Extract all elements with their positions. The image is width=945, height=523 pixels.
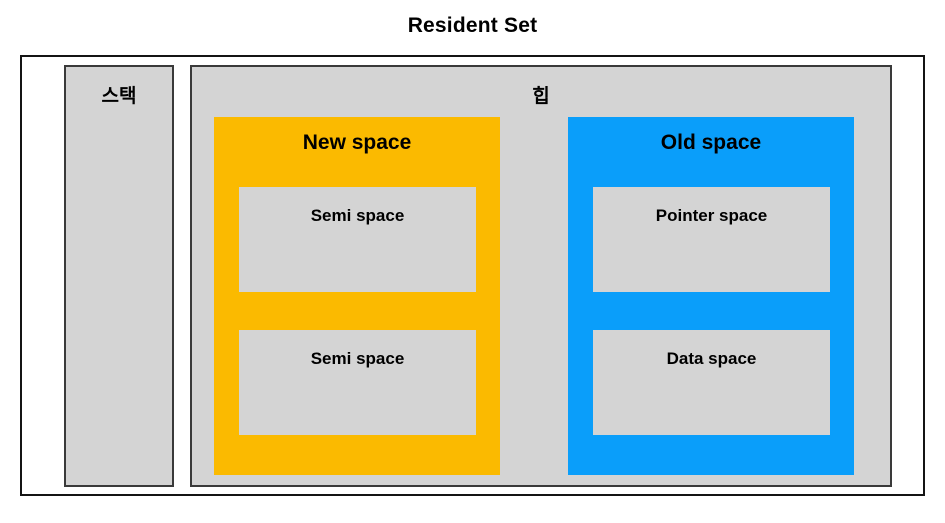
heap-region: 힙 New space Semi space Semi space Old sp… (190, 65, 892, 487)
old-space-label: Old space (660, 131, 762, 154)
semi-space-top-label: Semi space (310, 206, 405, 225)
new-space-label: New space (302, 131, 412, 154)
semi-space-bottom-panel: Semi space (239, 330, 476, 435)
pointer-space-label: Pointer space (655, 206, 768, 225)
stack-region: 스택 (64, 65, 174, 487)
page-title: Resident Set (407, 14, 538, 37)
data-space-label: Data space (666, 349, 757, 368)
resident-set-frame: 스택 힙 New space Semi space Semi space Old… (20, 55, 925, 496)
pointer-space-panel: Pointer space (593, 187, 830, 292)
old-space-block: Old space Pointer space Data space (568, 117, 854, 475)
stack-region-label: 스택 (101, 86, 137, 107)
semi-space-top-panel: Semi space (239, 187, 476, 292)
data-space-panel: Data space (593, 330, 830, 435)
heap-region-label: 힙 (532, 86, 550, 107)
semi-space-bottom-label: Semi space (310, 349, 405, 368)
new-space-block: New space Semi space Semi space (214, 117, 500, 475)
